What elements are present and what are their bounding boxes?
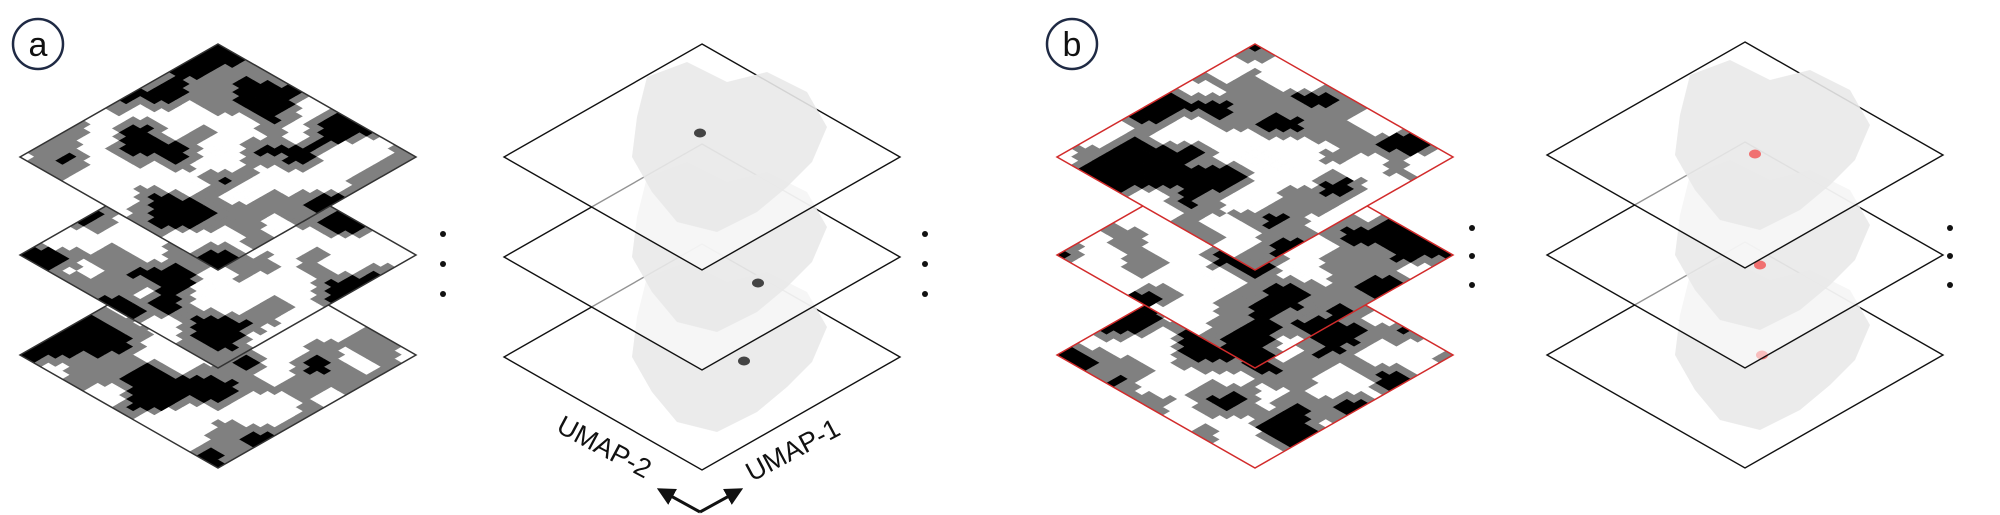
ellipsis-dot	[1947, 253, 1953, 259]
ellipsis-dot	[1469, 253, 1475, 259]
panel-a-lattice-stack	[18, 43, 418, 469]
embedding-marker	[752, 278, 764, 288]
ellipsis-dot	[922, 231, 928, 237]
panel-b-embedding-dots	[1947, 225, 1953, 288]
umap-2-arrow	[656, 488, 701, 514]
panel-b-embedding-stack	[1545, 41, 1945, 469]
panel-a-embedding-stack	[502, 43, 902, 471]
embedding-marker	[738, 356, 750, 366]
ellipsis-dot	[440, 231, 446, 237]
panel-a-lattice-1	[18, 43, 418, 271]
panel-a-label: a	[11, 17, 65, 71]
embedding-marker	[1749, 149, 1761, 159]
lattice-border	[1055, 241, 1455, 469]
panel-a-lattice-dots	[440, 231, 446, 297]
lattice-border	[18, 141, 418, 369]
panel-b-label: b	[1045, 17, 1099, 71]
ellipsis-dot	[440, 291, 446, 297]
ellipsis-dot	[440, 261, 446, 267]
panel-b-lattice-stack	[1055, 43, 1455, 469]
panel-a-embedding-dots	[922, 231, 928, 297]
lattice-border	[18, 241, 418, 469]
umap-1-arrow	[699, 488, 744, 514]
embedding-marker	[694, 128, 706, 138]
panel-b-label-text: b	[1063, 26, 1082, 64]
embedding-cloud	[632, 62, 827, 232]
ellipsis-dot	[922, 291, 928, 297]
panel-a-embedding-layer-1	[502, 43, 902, 271]
ellipsis-dot	[1947, 225, 1953, 231]
lattice-border	[18, 43, 418, 271]
ellipsis-dot	[1469, 225, 1475, 231]
panel-a-label-text: a	[29, 26, 48, 64]
panel-b-lattice-dots	[1469, 225, 1475, 288]
ellipsis-dot	[922, 261, 928, 267]
ellipsis-dot	[1469, 282, 1475, 288]
ellipsis-dot	[1947, 282, 1953, 288]
